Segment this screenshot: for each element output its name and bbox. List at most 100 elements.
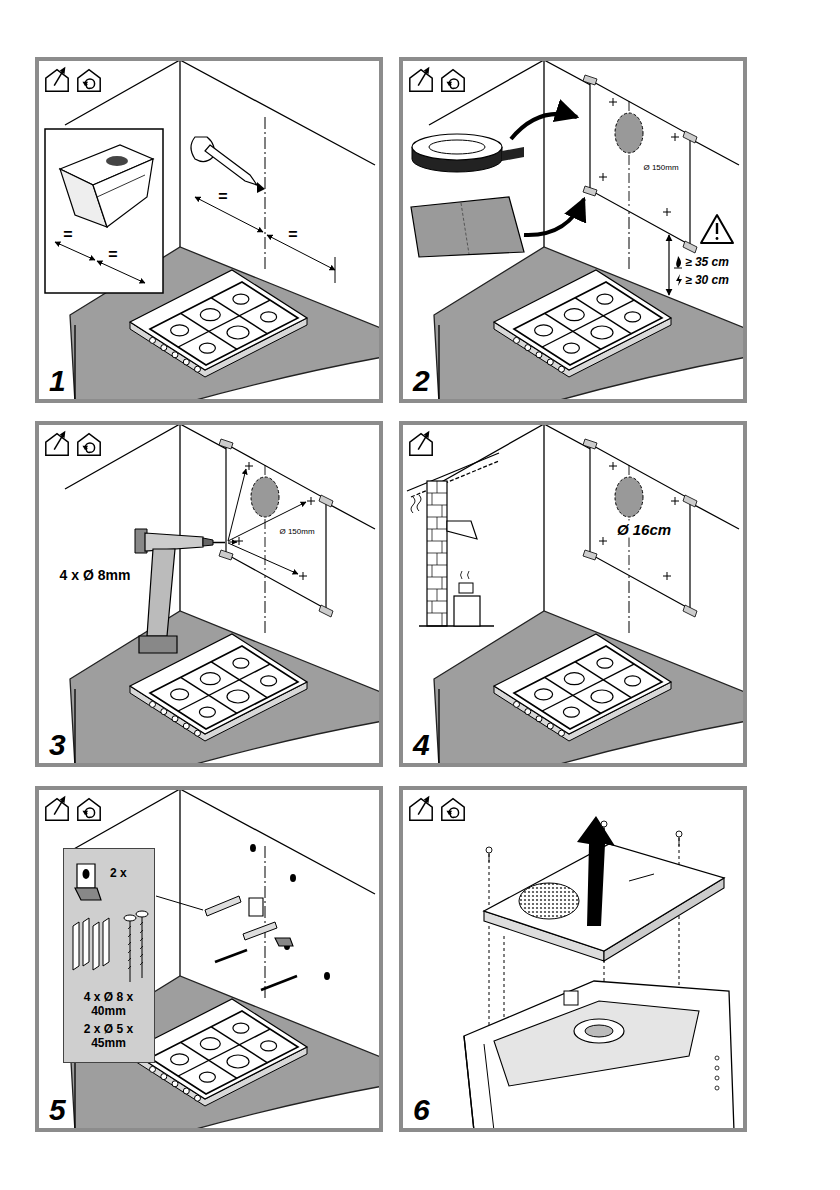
step-panel: 1 [35,57,383,403]
step-4-art-part [427,481,447,626]
step-6-art-part [564,991,578,1005]
step-6-art-part [585,1025,613,1037]
step-5-art-part-part [73,922,79,970]
step-5-art-part [249,898,263,916]
step-3-art-part [46,431,68,455]
equal-distance-mark: = [108,246,117,264]
step-4-art-part [427,481,447,626]
step-4-art-part [410,431,432,455]
step-6-art-part [519,883,579,919]
step-5-art-part [215,950,247,962]
step-5-art-part [73,918,109,970]
step-number: 4 [413,728,430,761]
step-4-art-part [454,596,480,626]
step-3-art-part-part [228,469,246,541]
step-6-art-part-part [604,827,605,836]
step-2-art-part [412,134,502,160]
step-panel: 2 [399,57,747,403]
step-5-art-part-part [136,911,148,917]
step-2-art-part [583,75,697,253]
step-6-art-part [484,1044,494,1131]
fixing-spec: 4 x Ø 8 x 40mm [67,991,150,1019]
step-3-art-part [228,469,306,574]
step-2-art-part [442,70,464,91]
step-panel: 6 [399,786,747,1132]
step-3-art-part [139,636,177,653]
step-2-art-part [461,203,469,254]
parts-inset: 2 x4 x Ø 8 x 40mm2 x Ø 5 x 45mm [63,848,155,1063]
step-6-art-part [410,796,432,820]
step-2-art-part [676,274,682,286]
step-5-art-part-part [243,922,277,940]
step-5-art-part-part [103,918,109,966]
step-1-art-part [46,67,68,91]
step-6-art-part-part [679,837,680,846]
step-4-art-part [459,583,473,593]
step-1-art [45,60,383,403]
step-6-art-part-part [679,838,680,996]
step-2-art-part [701,215,733,243]
step-2-art-part [511,114,577,139]
step-5-art-part [275,938,293,946]
step-3-art-part [203,538,213,546]
step-panel: 3 [35,421,383,767]
step-number: 3 [49,728,66,761]
step-panel: 52 x4 x Ø 8 x 40mm2 x Ø 5 x 45mm [35,786,383,1132]
step-6-art-part-part [489,854,490,1036]
equal-distance-mark: = [288,226,297,244]
fixing-spec: 2 x Ø 5 x 45mm [67,1023,150,1051]
step-6-art [410,796,734,1131]
step-number: 6 [413,1093,430,1126]
step-5-art-part [83,869,90,879]
step-6-art-part-part [601,821,607,827]
step-4-art-part [447,521,477,539]
step-6-art-part [574,1019,624,1043]
step-2-art-part [429,140,485,154]
step-1-art-part [195,197,263,232]
step-6-art-part-part [676,831,682,837]
step-1-art-part [257,182,265,193]
step-6-art-part-part [504,936,505,1031]
step-5-art-part-part [124,915,136,921]
step-3-art-part [145,533,203,551]
step-2-art-part [668,235,669,295]
step-1-art-part [78,70,100,91]
step-6-art-part-part [715,1056,719,1060]
step-5-art-part-part [324,972,330,980]
step-2-art-part [676,256,681,268]
step-3-art-part [213,542,225,544]
step-3-art-part [65,424,383,767]
step-6-art-part [442,799,464,820]
step-4-art-part [429,424,747,767]
step-2-art-part [716,223,718,234]
step-1-art-part [93,159,153,227]
step-4-art [407,424,747,767]
step-number: 1 [49,364,66,397]
step-6-art-part-part [715,1076,719,1080]
step-6-art-part [464,981,734,1131]
step-5-art-part [156,896,203,910]
step-4-art-part [411,461,499,497]
min-height-gas: ≥ 35 cm [685,255,729,269]
step-1-art-part [335,257,336,283]
step-4-art-part [411,495,421,513]
step-5-art-part [128,922,143,969]
step-6-art-part [629,874,654,881]
step-5-art-part-part [93,922,99,970]
step-3-art [46,424,383,767]
drill-spec: 4 x Ø 8mm [60,567,131,583]
step-5-art-part-part [250,844,256,852]
duct-diameter: Ø 16cm [615,521,673,538]
parts-inset-ground [63,848,155,1063]
step-1-art-part [97,261,145,283]
step-3-art-part-part [228,542,237,543]
step-4-art-part [583,439,697,617]
step-number: 2 [413,364,430,397]
step-6-art-part-part [486,847,492,853]
step-number: 5 [49,1093,66,1126]
duct-diameter: Ø 150mm [643,163,678,172]
step-6-art-part-part [715,1066,719,1070]
